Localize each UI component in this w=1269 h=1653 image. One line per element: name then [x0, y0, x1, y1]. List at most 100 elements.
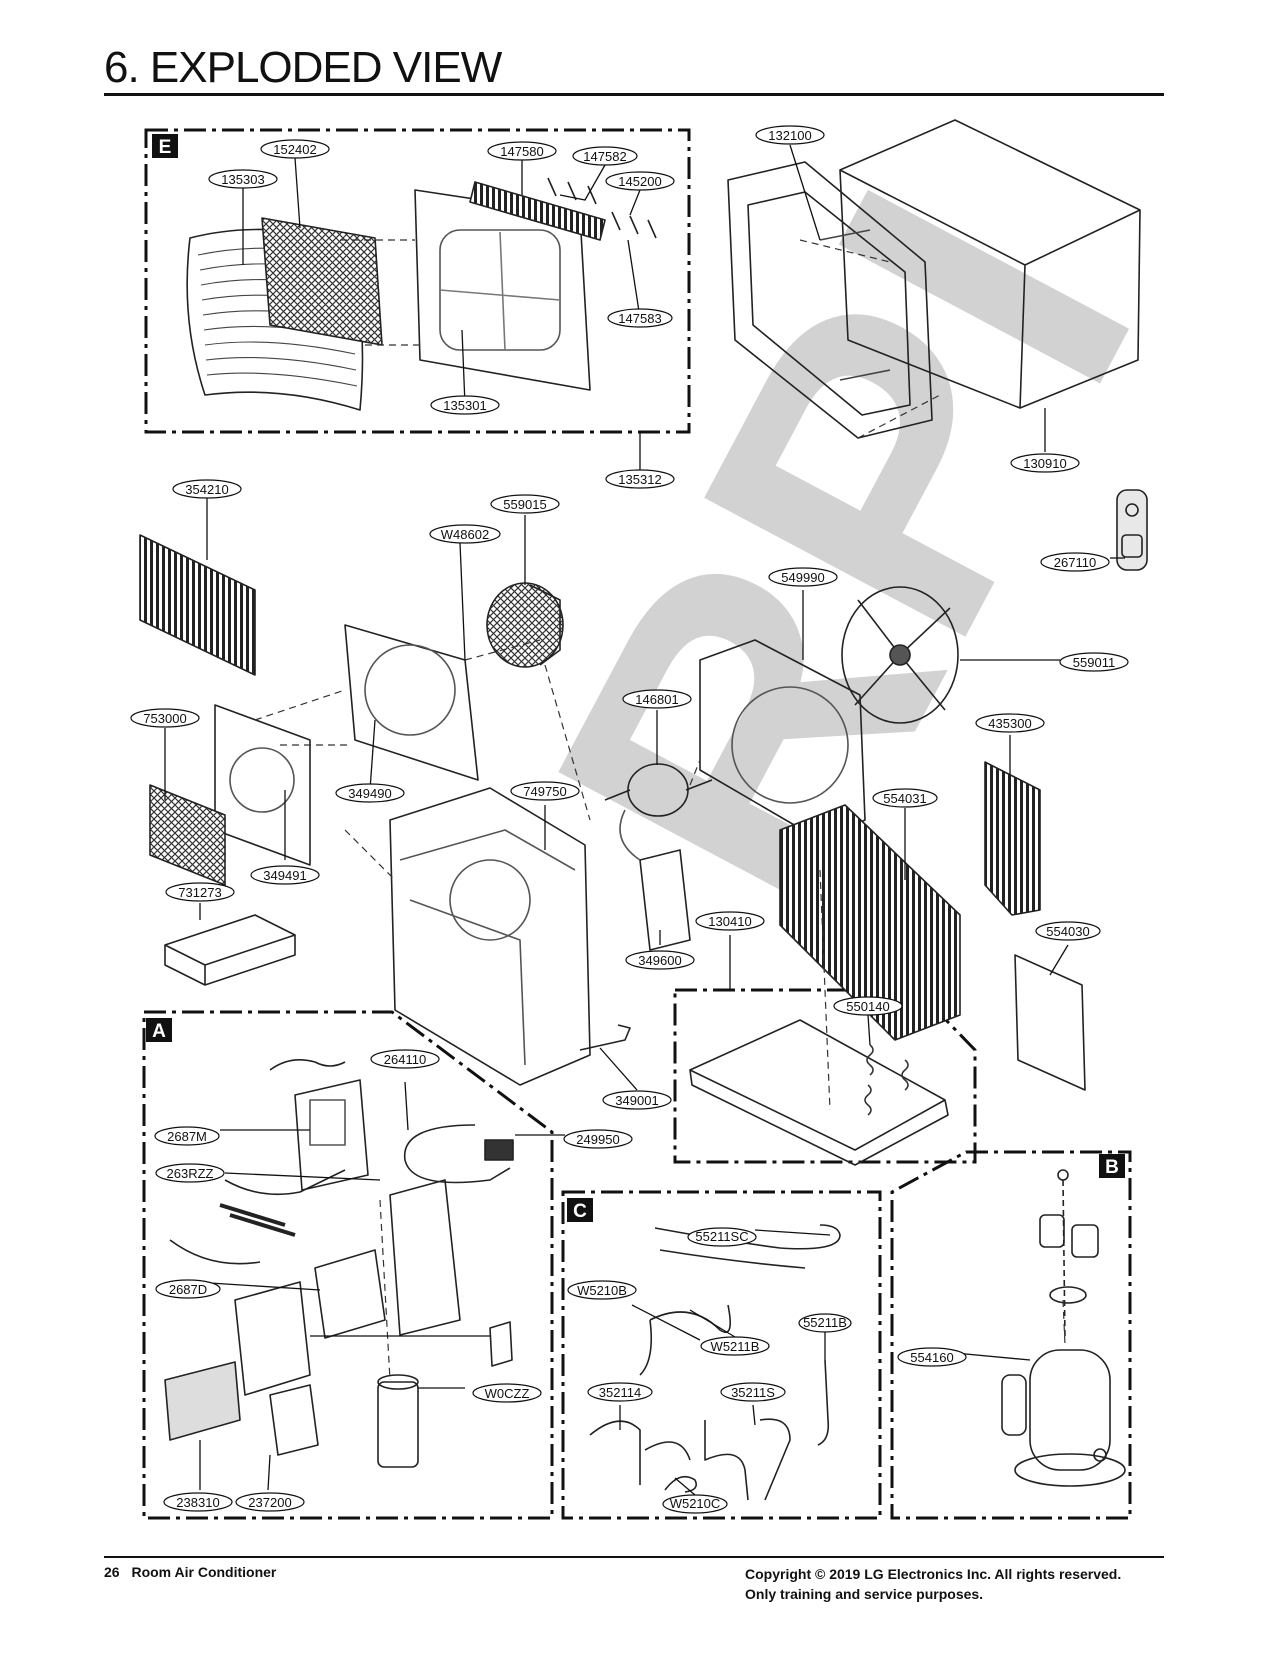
- base-pan-drawing: [689, 1019, 949, 1166]
- svg-text:731273: 731273: [178, 885, 221, 900]
- part-349001-drawing: [579, 1024, 631, 1051]
- section-c-badge: C: [567, 1198, 593, 1222]
- svg-text:349001: 349001: [615, 1093, 658, 1108]
- label-130910: 130910: [1010, 453, 1080, 473]
- tube-w5210b-drawing: [639, 1304, 731, 1376]
- svg-text:249950: 249950: [576, 1132, 619, 1147]
- label-147583: 147583: [607, 308, 673, 328]
- label-2687d: 2687D: [155, 1279, 221, 1299]
- svg-text:264110: 264110: [384, 1052, 426, 1067]
- label-w5210b: W5210B: [567, 1280, 637, 1300]
- svg-text:554030: 554030: [1046, 924, 1089, 939]
- svg-text:749750: 749750: [523, 784, 566, 799]
- heater-drawing: [149, 784, 226, 886]
- condenser-coil-drawing: [779, 804, 961, 1041]
- svg-text:263RZZ: 263RZZ: [167, 1166, 214, 1181]
- label-w0czz: W0CZZ: [472, 1383, 542, 1403]
- air-filter-drawing: [261, 217, 383, 346]
- label-147580: 147580: [487, 141, 557, 161]
- svg-text:2687D: 2687D: [169, 1282, 207, 1297]
- label-238310: 238310: [163, 1492, 233, 1512]
- label-w5211b: W5211B: [700, 1336, 770, 1356]
- accumulator-drawing: [1001, 1374, 1027, 1436]
- svg-text:35211S: 35211S: [731, 1385, 775, 1400]
- label-249950: 249950: [563, 1129, 633, 1149]
- remote-control-drawing: [1116, 489, 1148, 571]
- svg-text:130910: 130910: [1023, 456, 1066, 471]
- label-749750: 749750: [510, 781, 580, 801]
- power-cord-drawing: [404, 1124, 511, 1184]
- label-130410: 130410: [695, 911, 765, 931]
- side-coil-drawing: [984, 761, 1041, 916]
- louver-drawing: [469, 181, 606, 241]
- label-349490: 349490: [335, 783, 405, 803]
- label-267110: 267110: [1040, 552, 1110, 572]
- control-bracket-drawing: [389, 1179, 461, 1336]
- svg-text:152402: 152402: [273, 142, 316, 157]
- tube-55211b-drawing: [817, 1359, 830, 1446]
- tube-352114-drawing: [589, 1420, 691, 1485]
- svg-text:C: C: [573, 1201, 587, 1222]
- scroll-housing-drawing: [344, 624, 479, 781]
- section-e-badge: E: [152, 134, 178, 158]
- svg-text:554031: 554031: [883, 791, 926, 806]
- svg-text:147583: 147583: [618, 311, 661, 326]
- svg-text:147580: 147580: [500, 144, 543, 159]
- manual-name: Room Air Conditioner: [131, 1564, 277, 1580]
- svg-text:W5210C: W5210C: [670, 1496, 721, 1511]
- label-w48602: W48602: [429, 524, 501, 544]
- section-e-frame: [144, 128, 691, 434]
- assembly-lines: [254, 239, 1066, 1381]
- copyright-notice: Copyright © 2019 LG Electronics Inc. All…: [745, 1566, 1122, 1582]
- display-panel-drawing: [164, 1361, 241, 1441]
- label-2687m: 2687M: [154, 1126, 220, 1146]
- svg-text:267110: 267110: [1054, 555, 1096, 570]
- label-55211sc: 55211SC: [687, 1227, 757, 1247]
- title-rule: [104, 93, 1164, 96]
- svg-text:W48602: W48602: [441, 527, 489, 542]
- label-35211s: 35211S: [720, 1382, 786, 1402]
- label-237200: 237200: [235, 1492, 305, 1512]
- label-145200: 145200: [605, 171, 675, 191]
- svg-text:554160: 554160: [910, 1350, 953, 1365]
- label-264110: 264110: [370, 1049, 440, 1069]
- condenser-shroud-drawing: [699, 639, 866, 841]
- section-a-badge: A: [146, 1018, 172, 1042]
- label-559015: 559015: [490, 494, 560, 514]
- footer-rule: [104, 1556, 1164, 1558]
- label-731273: 731273: [165, 882, 235, 902]
- svg-text:238310: 238310: [176, 1495, 219, 1510]
- svg-text:130410: 130410: [708, 914, 751, 929]
- pcb-drawing: [314, 1249, 386, 1339]
- label-135303: 135303: [208, 169, 278, 189]
- svg-text:W5210B: W5210B: [577, 1283, 627, 1298]
- section-b-frame: [890, 1150, 1132, 1520]
- label-349491: 349491: [250, 865, 320, 885]
- label-554030: 554030: [1035, 921, 1101, 941]
- label-135312: 135312: [605, 469, 675, 489]
- svg-text:145200: 145200: [618, 174, 661, 189]
- label-352114: 352114: [587, 1382, 653, 1402]
- svg-text:132100: 132100: [768, 128, 811, 143]
- svg-text:135301: 135301: [443, 398, 486, 413]
- label-435300: 435300: [975, 713, 1045, 733]
- svg-text:559011: 559011: [1073, 655, 1115, 670]
- svg-text:354210: 354210: [185, 482, 228, 497]
- svg-text:2687M: 2687M: [167, 1129, 207, 1144]
- control-panel-drawing: [234, 1281, 311, 1396]
- svg-text:146801: 146801: [635, 692, 678, 707]
- label-354210: 354210: [172, 479, 242, 499]
- svg-text:55211SC: 55211SC: [695, 1229, 748, 1244]
- label-152402: 152402: [260, 139, 330, 159]
- leader-lines: [164, 144, 1125, 1496]
- evaporator-coil-drawing: [139, 534, 256, 676]
- label-349600: 349600: [625, 950, 695, 970]
- footer-left: 26 Room Air Conditioner: [104, 1564, 276, 1580]
- packing-box-drawing: [164, 914, 296, 986]
- label-132100: 132100: [755, 125, 825, 145]
- svg-text:550140: 550140: [846, 999, 889, 1014]
- svg-text:549990: 549990: [781, 570, 824, 585]
- section-a-frame: [142, 1010, 554, 1520]
- svg-text:559015: 559015: [503, 497, 546, 512]
- svg-text:349490: 349490: [348, 786, 391, 801]
